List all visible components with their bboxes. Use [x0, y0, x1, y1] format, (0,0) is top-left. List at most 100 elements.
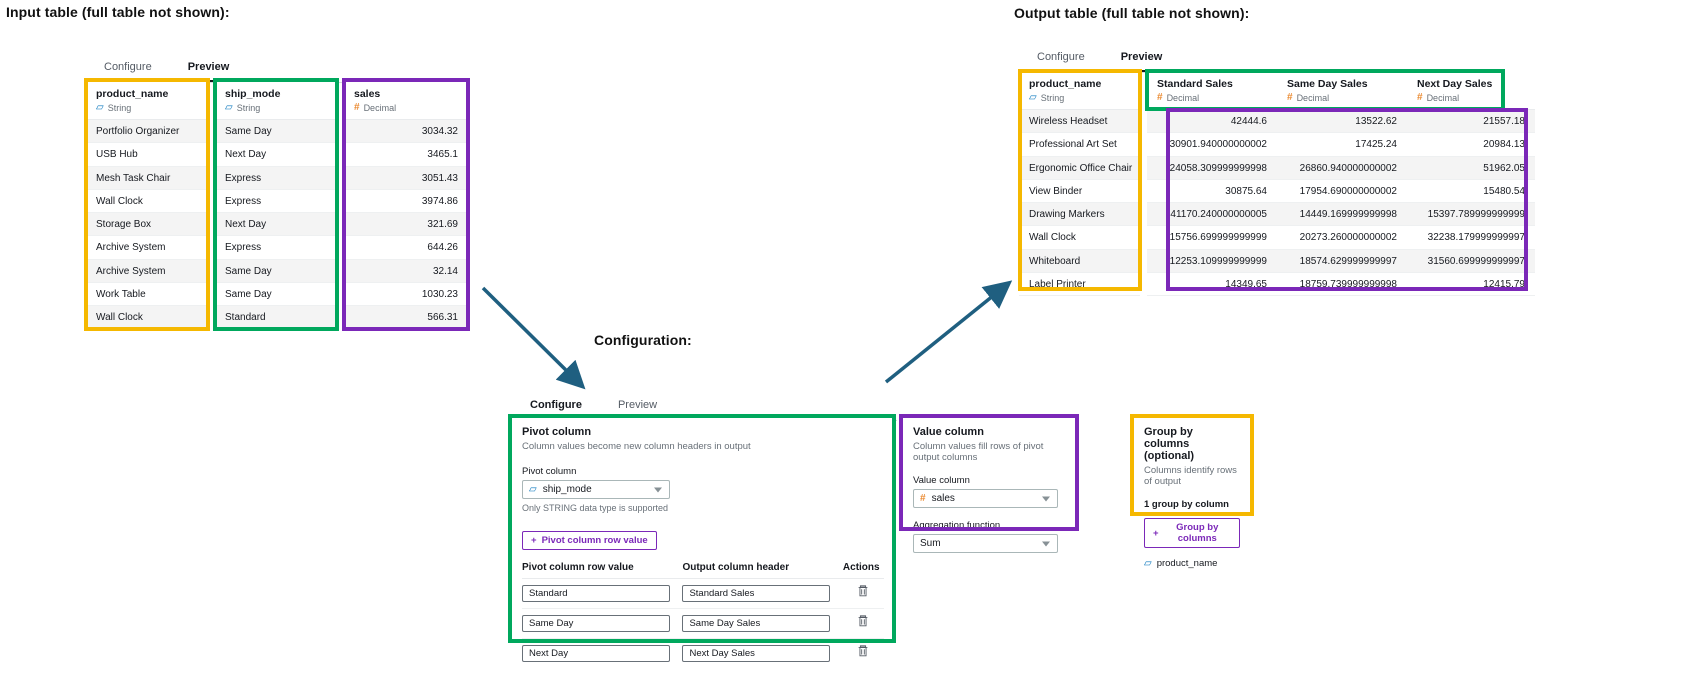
table-cell: 321.69	[344, 213, 468, 237]
pivot-row: Next Day Next Day Sales	[522, 639, 884, 668]
input-tab-preview[interactable]: Preview	[169, 55, 248, 82]
pivot-column-selected-value: ship_mode	[542, 484, 592, 495]
pivot-column-field-label: Pivot column	[522, 466, 577, 477]
table-cell: Same Day	[215, 120, 337, 144]
table-cell: 17425.24	[1277, 133, 1407, 157]
output-column-same-day-sales: Same Day Sales # Decimal 13522.62 17425.…	[1277, 70, 1407, 297]
column-header: Same Day Sales # Decimal	[1277, 70, 1407, 110]
table-cell: 15397.789999999999	[1407, 203, 1535, 227]
output-tab-configure[interactable]: Configure	[1037, 51, 1085, 63]
pivot-row-header-input[interactable]: Standard Sales	[682, 585, 831, 602]
group-by-subtitle: Columns identify rows of output	[1144, 465, 1237, 487]
pivot-column-select[interactable]: ▱ ship_mode	[522, 480, 670, 499]
string-type-icon: ▱	[225, 102, 233, 113]
column-header: ship_mode ▱ String	[215, 80, 337, 120]
config-tabs[interactable]: Configure Preview	[512, 393, 897, 421]
string-type-icon: ▱	[1144, 557, 1152, 569]
column-type: ▱ String	[96, 102, 198, 114]
pivot-row: Standard Standard Sales	[522, 579, 884, 609]
trash-icon[interactable]	[856, 614, 870, 628]
output-column-standard-sales: Standard Sales # Decimal 42444.6 30901.9…	[1147, 70, 1277, 297]
aggregation-function-value: Sum	[920, 538, 941, 549]
column-name: sales	[354, 88, 381, 100]
table-cell: 41170.240000000005	[1147, 203, 1277, 227]
table-cell: 15480.54	[1407, 180, 1535, 204]
pivot-rows-header-value: Pivot column row value	[522, 562, 634, 573]
pivot-rows-header-actions: Actions	[842, 562, 880, 573]
input-column-ship-mode: ship_mode ▱ String Same Day Next Day Exp…	[215, 80, 337, 330]
table-cell: 3034.32	[344, 120, 468, 144]
table-cell: Whiteboard	[1019, 249, 1140, 274]
value-column-select[interactable]: # sales	[913, 489, 1058, 508]
table-cell: Standard	[215, 306, 337, 330]
table-cell: Next Day	[215, 143, 337, 167]
table-cell: 12253.109999999999	[1147, 249, 1277, 274]
output-table: product_name ▱ String Wireless Headset P…	[1019, 70, 1535, 297]
column-type: # Decimal	[1417, 93, 1525, 104]
table-cell: 1030.23	[344, 283, 468, 307]
chevron-down-icon	[654, 487, 662, 492]
column-type-label: Decimal	[363, 103, 397, 113]
decimal-type-icon: #	[920, 492, 926, 504]
config-tab-preview[interactable]: Preview	[617, 399, 658, 411]
column-type: ▱ String	[1029, 92, 1130, 104]
add-group-by-columns-button[interactable]: + Group by columns	[1144, 518, 1240, 548]
output-table-tabs[interactable]: Configure Preview	[1019, 45, 1519, 73]
column-type-label: String	[1040, 93, 1065, 103]
table-cell: 20984.13	[1407, 133, 1535, 157]
group-by-columns-panel: Group by columns (optional) Columns iden…	[1134, 418, 1250, 569]
table-cell: 13522.62	[1277, 110, 1407, 134]
output-tab-preview[interactable]: Preview	[1102, 45, 1181, 72]
add-pivot-column-row-value-button[interactable]: + Pivot column row value	[522, 531, 657, 550]
string-type-icon: ▱	[96, 102, 104, 113]
group-by-item: ▱ product_name	[1144, 558, 1240, 569]
table-cell: Wall Clock	[86, 306, 208, 330]
table-cell: 3051.43	[344, 166, 468, 190]
decimal-type-icon: #	[1157, 92, 1163, 103]
pivot-row: Same Day Same Day Sales	[522, 609, 884, 639]
table-cell: Express	[215, 190, 337, 214]
column-type-label: Decimal	[1296, 93, 1330, 103]
value-column-panel: Value column Column values fill rows of …	[903, 418, 1077, 553]
table-cell: Express	[215, 166, 337, 190]
pivot-row-header-input[interactable]: Same Day Sales	[682, 615, 831, 632]
config-tab-configure[interactable]: Configure	[512, 393, 600, 420]
pivot-row-value-input[interactable]: Same Day	[522, 615, 670, 632]
value-column-subtitle: Column values fill rows of pivot output …	[913, 441, 1044, 463]
input-column-product-name: product_name ▱ String Portfolio Organize…	[86, 80, 208, 330]
input-table-tabs[interactable]: Configure Preview	[86, 55, 466, 83]
pivot-column-hint: Only STRING data type is supported	[522, 503, 669, 513]
column-type: # Decimal	[1287, 93, 1397, 104]
table-cell: Work Table	[86, 283, 208, 307]
table-cell: Express	[215, 236, 337, 260]
table-cell: 18574.629999999997	[1277, 249, 1407, 274]
column-name: ship_mode	[225, 88, 281, 100]
column-header: product_name ▱ String	[86, 80, 208, 120]
trash-icon[interactable]	[856, 644, 870, 658]
pivot-rows-header: Pivot column row value Output column hea…	[522, 562, 884, 579]
table-cell: Ergonomic Office Chair	[1019, 156, 1140, 180]
column-header: product_name ▱ String	[1019, 70, 1140, 110]
pivot-row-header-input[interactable]: Next Day Sales	[682, 645, 831, 662]
pivot-row-value-input[interactable]: Standard	[522, 585, 670, 602]
table-cell: Archive System	[86, 236, 208, 260]
column-type: # Decimal	[1157, 92, 1267, 104]
trash-icon[interactable]	[856, 584, 870, 598]
table-cell: 12415.79	[1407, 273, 1535, 297]
table-cell: Wall Clock	[1019, 226, 1140, 250]
input-tab-configure[interactable]: Configure	[104, 61, 152, 73]
table-cell: 3974.86	[344, 190, 468, 214]
group-by-title: Group by columns (optional)	[1144, 426, 1195, 462]
aggregation-function-select[interactable]: Sum	[913, 534, 1058, 553]
column-type-label: String	[107, 103, 132, 113]
string-type-icon: ▱	[1029, 92, 1037, 103]
table-cell: 18759.739999999998	[1277, 273, 1407, 297]
column-header: Next Day Sales # Decimal	[1407, 70, 1535, 110]
table-cell: Storage Box	[86, 213, 208, 237]
input-table: product_name ▱ String Portfolio Organize…	[86, 80, 468, 330]
column-name: Same Day Sales	[1287, 78, 1368, 90]
table-cell: Wall Clock	[86, 190, 208, 214]
arrow-config-to-output	[884, 280, 1013, 384]
pivot-column-title: Pivot column	[522, 426, 592, 438]
pivot-row-value-input[interactable]: Next Day	[522, 645, 670, 662]
